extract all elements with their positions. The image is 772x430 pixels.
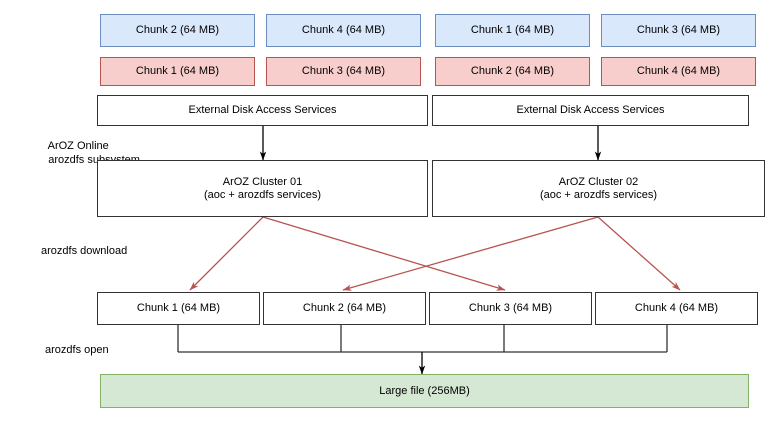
aroz-cluster-name-02: ArOZ Cluster 02 (558, 175, 639, 188)
arozdfs-download-label: arozdfs download (41, 245, 128, 257)
blue-chunk-box-3[interactable]: Chunk 1 (64 MB) (435, 14, 590, 47)
blue-chunk-box-4[interactable]: Chunk 3 (64 MB) (601, 14, 756, 47)
wire-chunks-merge-bus (177, 325, 668, 353)
aroz-cluster-name-01: ArOZ Cluster 01 (222, 175, 303, 188)
blue-chunk-box-1[interactable]: Chunk 2 (64 MB) (100, 14, 255, 47)
downloaded-chunk-label-3: Chunk 3 (64 MB) (468, 302, 553, 314)
blue-chunk-label-2: Chunk 4 (64 MB) (301, 24, 386, 36)
aroz-cluster-services-02: (aoc + arozdfs services) (539, 188, 658, 201)
pink-chunk-box-4[interactable]: Chunk 4 (64 MB) (601, 57, 756, 86)
blue-chunk-box-2[interactable]: Chunk 4 (64 MB) (266, 14, 421, 47)
blue-chunk-label-3: Chunk 1 (64 MB) (470, 24, 555, 36)
downloaded-chunk-box-2[interactable]: Chunk 2 (64 MB) (263, 292, 426, 325)
blue-chunk-label-1: Chunk 2 (64 MB) (135, 24, 220, 36)
external-disk-access-services-box-1[interactable]: External Disk Access Services (97, 95, 428, 126)
pink-chunk-box-1[interactable]: Chunk 1 (64 MB) (100, 57, 255, 86)
downloaded-chunk-box-1[interactable]: Chunk 1 (64 MB) (97, 292, 260, 325)
aroz-cluster-services-01: (aoc + arozdfs services) (203, 188, 322, 201)
arozdfs-open-label: arozdfs open (45, 344, 109, 356)
blue-chunk-label-4: Chunk 3 (64 MB) (636, 24, 721, 36)
pink-chunk-label-1: Chunk 1 (64 MB) (135, 65, 220, 77)
wire-cluster02-to-chunk2 (342, 216, 599, 291)
external-disk-access-services-box-2[interactable]: External Disk Access Services (432, 95, 749, 126)
large-file-box[interactable]: Large file (256MB) (100, 374, 749, 408)
external-disk-access-services-label-2: External Disk Access Services (516, 104, 665, 116)
pink-chunk-label-3: Chunk 2 (64 MB) (470, 65, 555, 77)
wire-cluster02-to-chunk4 (597, 216, 681, 291)
large-file-label: Large file (256MB) (379, 384, 470, 397)
wire-cluster01-to-chunk1 (189, 216, 264, 291)
pink-chunk-label-2: Chunk 3 (64 MB) (301, 65, 386, 77)
pink-chunk-box-2[interactable]: Chunk 3 (64 MB) (266, 57, 421, 86)
downloaded-chunk-label-2: Chunk 2 (64 MB) (302, 302, 387, 314)
subsystem-label-line-1: ArOZ Online (47, 140, 109, 152)
pink-chunk-box-3[interactable]: Chunk 2 (64 MB) (435, 57, 590, 86)
downloaded-chunk-label-4: Chunk 4 (64 MB) (634, 302, 719, 314)
downloaded-chunk-label-1: Chunk 1 (64 MB) (136, 302, 221, 314)
external-disk-access-services-label-1: External Disk Access Services (188, 104, 337, 116)
downloaded-chunk-box-3[interactable]: Chunk 3 (64 MB) (429, 292, 592, 325)
downloaded-chunk-box-4[interactable]: Chunk 4 (64 MB) (595, 292, 758, 325)
aroz-cluster-box-01[interactable]: ArOZ Cluster 01 (aoc + arozdfs services) (97, 160, 428, 217)
wire-cluster01-to-chunk3 (262, 216, 506, 291)
aroz-cluster-box-02[interactable]: ArOZ Cluster 02 (aoc + arozdfs services) (432, 160, 765, 217)
pink-chunk-label-4: Chunk 4 (64 MB) (636, 65, 721, 77)
